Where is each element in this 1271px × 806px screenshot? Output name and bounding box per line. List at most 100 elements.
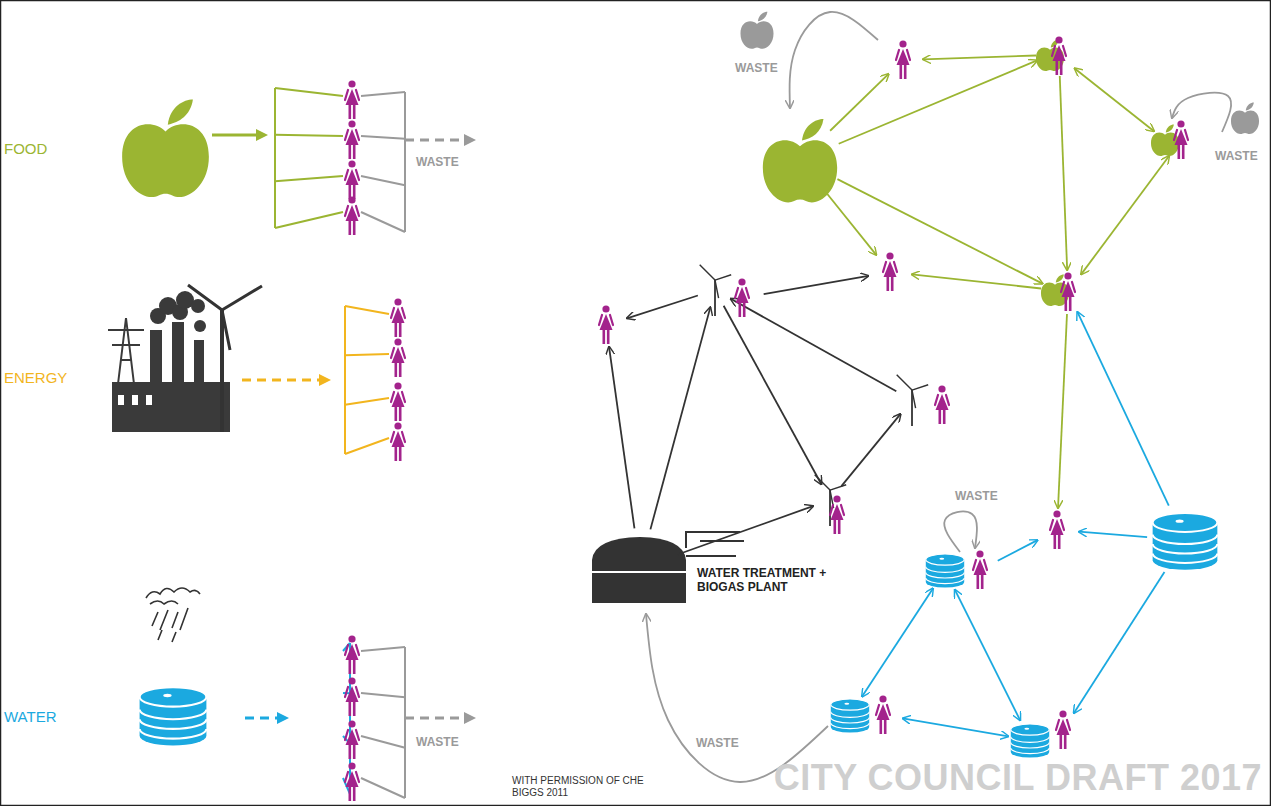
flow-arrow bbox=[731, 299, 897, 391]
waste-label: WASTE bbox=[955, 490, 998, 504]
person-icon bbox=[391, 298, 405, 337]
person-icon bbox=[391, 338, 405, 377]
row-heading: ENERGY bbox=[4, 369, 67, 386]
waste-tick bbox=[361, 136, 405, 139]
flow-arrow bbox=[837, 179, 1042, 284]
bracket-tick bbox=[275, 176, 343, 181]
waste-tick bbox=[361, 736, 405, 748]
credit-note: WITH PERMISSION OF CHE BIGGS 2011 bbox=[512, 775, 662, 798]
people-column bbox=[343, 635, 405, 801]
flow-arrow bbox=[955, 590, 1020, 721]
supply-arrow bbox=[245, 717, 283, 720]
supply-arrow bbox=[212, 134, 262, 137]
waste-tick bbox=[361, 647, 405, 651]
apple-icon bbox=[763, 119, 837, 203]
flow-arrow bbox=[1058, 314, 1067, 508]
person-icon bbox=[876, 695, 890, 734]
bracket-tick bbox=[345, 354, 389, 355]
waste-tick bbox=[361, 693, 405, 697]
flow-arrows bbox=[609, 12, 1231, 782]
flow-arrow bbox=[830, 74, 889, 131]
people-column bbox=[345, 298, 405, 461]
person-icon bbox=[345, 80, 359, 119]
wind-turbine-icon bbox=[700, 265, 732, 316]
wind-turbine-icon bbox=[188, 285, 262, 432]
waste-label: WASTE bbox=[735, 62, 778, 76]
bracket-line bbox=[344, 306, 346, 454]
network-icons bbox=[599, 12, 1259, 758]
bracket-tick bbox=[345, 398, 389, 405]
waste-label: WASTE bbox=[1215, 150, 1258, 164]
person-icon bbox=[345, 677, 359, 716]
flow-arrow bbox=[923, 55, 1036, 59]
person-icon bbox=[1052, 36, 1066, 75]
person-icon bbox=[391, 382, 405, 421]
supply-arrow bbox=[242, 379, 325, 382]
bracket-line bbox=[404, 647, 406, 798]
water-tank-icon bbox=[1011, 724, 1049, 758]
person-icon bbox=[345, 635, 359, 674]
person-icon bbox=[345, 720, 359, 759]
person-icon bbox=[1056, 710, 1070, 749]
person-icon bbox=[896, 40, 910, 79]
person-icon bbox=[599, 305, 613, 344]
power-station-icon bbox=[108, 291, 230, 432]
waste-arrow bbox=[944, 511, 977, 552]
waste-tick bbox=[361, 778, 405, 798]
flow-arrow bbox=[724, 306, 822, 484]
waste-tick bbox=[361, 176, 405, 185]
flow-arrow bbox=[627, 296, 698, 319]
bracket-tick bbox=[275, 135, 343, 136]
flow-arrow bbox=[841, 414, 900, 486]
bracket-tick bbox=[345, 438, 389, 454]
waste-tick bbox=[361, 92, 405, 96]
flow-arrow bbox=[678, 506, 813, 554]
person-icon bbox=[883, 252, 897, 291]
water-tank-icon bbox=[926, 554, 964, 588]
flow-arrow bbox=[764, 276, 869, 294]
bracket-line bbox=[404, 92, 406, 232]
rain-icon bbox=[146, 588, 200, 642]
waste-apple-icon bbox=[1231, 102, 1259, 134]
flow-arrow bbox=[1060, 76, 1067, 270]
bracket-line bbox=[274, 88, 276, 228]
flow-arrow bbox=[609, 347, 634, 529]
flow-arrow bbox=[1079, 532, 1147, 537]
flow-arrow bbox=[912, 274, 1041, 288]
row-heading: FOOD bbox=[4, 140, 47, 157]
flow-arrow bbox=[826, 193, 876, 255]
bracket-tick bbox=[275, 88, 343, 96]
waste-arrow bbox=[790, 12, 878, 108]
distribution-columns bbox=[275, 80, 405, 801]
flow-arrow bbox=[903, 718, 1009, 736]
waste-label: WASTE bbox=[416, 736, 459, 750]
flow-arrow bbox=[839, 60, 1037, 143]
water-tank-icon bbox=[831, 699, 869, 733]
waste-arrow bbox=[646, 614, 828, 782]
person-icon bbox=[830, 495, 844, 534]
flow-arrow bbox=[1081, 156, 1169, 274]
person-icon bbox=[935, 385, 949, 424]
flow-arrow bbox=[998, 540, 1038, 561]
waste-arrow bbox=[405, 717, 470, 720]
people-column bbox=[275, 80, 405, 235]
waste-arrow bbox=[405, 139, 470, 142]
water-tank-icon bbox=[140, 687, 207, 745]
plant-label-node: WATER TREATMENT + BIOGAS PLANT bbox=[697, 566, 837, 597]
person-icon bbox=[1174, 120, 1188, 159]
apple-icon bbox=[122, 100, 209, 197]
waste-tick bbox=[361, 212, 405, 232]
row-heading: WATER bbox=[4, 708, 57, 725]
waste-label: WASTE bbox=[694, 737, 741, 751]
person-icon bbox=[1050, 510, 1064, 549]
person-icon bbox=[345, 120, 359, 159]
waste-apple-icon bbox=[740, 12, 773, 49]
watermark: CITY COUNCIL DRAFT 2017 bbox=[774, 757, 1262, 798]
person-icon bbox=[1061, 272, 1075, 311]
person-icon bbox=[345, 762, 359, 801]
person-icon bbox=[345, 160, 359, 199]
